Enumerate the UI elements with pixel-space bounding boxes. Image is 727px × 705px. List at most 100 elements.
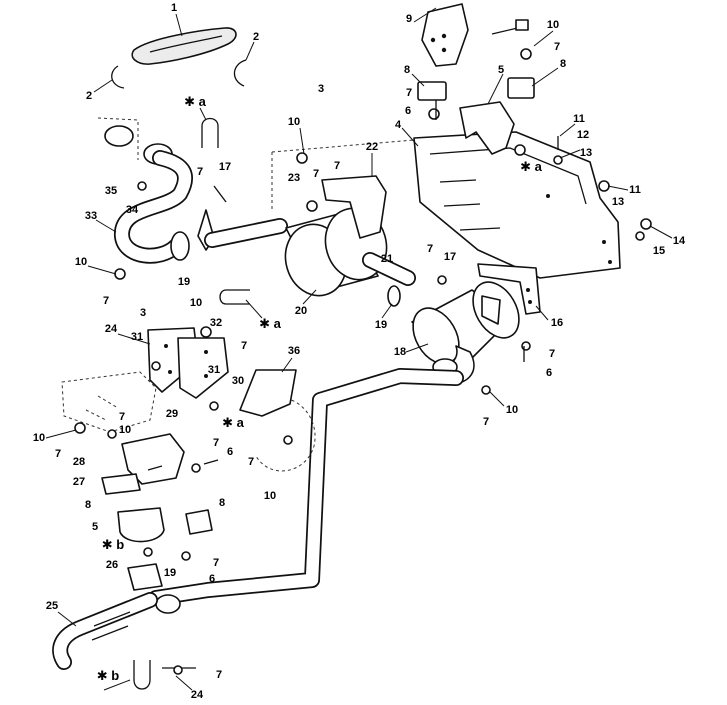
gasket (187, 285, 401, 599)
callout-c5b: 5 (91, 521, 99, 533)
tailpipe (148, 368, 464, 606)
callout-c6a: 6 (404, 105, 412, 117)
heat-shield (131, 13, 237, 65)
callout-c13a: 13 (579, 147, 593, 159)
callout-c2b: 2 (85, 90, 93, 102)
vehicle-frame-outline (61, 371, 316, 472)
callout-c7o: 7 (212, 557, 220, 569)
callout-c10e: 10 (505, 404, 519, 416)
callout-c11b: 11 (629, 184, 641, 196)
callout-c18: 18 (393, 346, 407, 358)
u-bolt-lower (219, 289, 263, 319)
left-bracket-stack (101, 327, 229, 614)
callout-c10c: 10 (74, 256, 88, 268)
callout-c7e: 7 (312, 168, 320, 180)
callout-c8d: 8 (218, 497, 226, 509)
callout-c27: 27 (72, 476, 86, 488)
callout-c32: 32 (209, 317, 223, 329)
callout-cStarA4: ✱ a (222, 415, 244, 430)
callout-c17a: 17 (218, 161, 232, 173)
callout-c19a: 19 (177, 276, 191, 288)
callout-c29: 29 (165, 408, 179, 420)
callout-c8a: 8 (403, 64, 411, 76)
callout-c7k: 7 (118, 411, 126, 423)
callout-c7b: 7 (405, 87, 413, 99)
callout-c4: 4 (394, 119, 402, 131)
callout-c35: 35 (104, 185, 118, 197)
callout-c16: 16 (550, 317, 564, 329)
callout-c30: 30 (231, 375, 245, 387)
callout-c3a: 3 (317, 83, 325, 95)
callout-c7d: 7 (196, 166, 204, 178)
muffler-secondary (405, 281, 520, 385)
callout-c7m: 7 (212, 437, 220, 449)
retaining-clamps (93, 41, 255, 93)
callout-c36: 36 (287, 345, 301, 357)
saddle-mounts (411, 67, 559, 155)
callout-c19c: 19 (163, 567, 177, 579)
bracket-16 (477, 263, 549, 321)
callout-c7g: 7 (102, 295, 110, 307)
callout-cStarA1: ✱ a (184, 94, 206, 109)
callout-c34: 34 (125, 204, 139, 216)
callout-c5a: 5 (497, 64, 505, 76)
callout-c10d: 10 (189, 297, 203, 309)
callout-c10g: 10 (118, 424, 132, 436)
callout-c14: 14 (672, 235, 686, 247)
callout-c19b: 19 (374, 319, 388, 331)
upper-mounting-bracket (413, 3, 529, 67)
callout-c17b: 17 (443, 251, 457, 263)
callout-c7j: 7 (482, 416, 490, 428)
callout-c7p: 7 (215, 669, 223, 681)
callout-c13b: 13 (611, 196, 625, 208)
callout-c31a: 31 (130, 331, 144, 343)
callout-c8c: 8 (84, 499, 92, 511)
callout-c6d: 6 (208, 573, 216, 585)
callout-c23: 23 (287, 172, 301, 184)
callout-c12: 12 (576, 129, 590, 141)
callout-c7c: 7 (333, 160, 341, 172)
callout-c11a: 11 (573, 113, 585, 125)
inlet-pipe-assembly (95, 117, 215, 264)
leader-lines (45, 30, 673, 691)
callout-c22: 22 (365, 141, 379, 153)
u-bolt-upper (199, 107, 219, 148)
callout-c28: 28 (72, 456, 86, 468)
callout-c10b: 10 (287, 116, 301, 128)
callout-c33: 33 (84, 210, 98, 222)
callout-c6c: 6 (226, 446, 234, 458)
callout-cStarA2: ✱ a (520, 159, 542, 174)
bracket-36 (239, 357, 297, 417)
support-frame (271, 127, 621, 279)
callout-c3b: 3 (139, 307, 147, 319)
callout-c7f: 7 (426, 243, 434, 255)
callout-c10h: 10 (263, 490, 277, 502)
callout-c25: 25 (45, 600, 59, 612)
callout-c10a: 10 (546, 19, 560, 31)
callout-c20: 20 (294, 305, 308, 317)
callout-c24b: 24 (190, 689, 204, 701)
callout-c9: 9 (405, 13, 413, 25)
callout-c6b: 6 (545, 367, 553, 379)
callout-c8b: 8 (559, 58, 567, 70)
callout-c7n: 7 (247, 456, 255, 468)
callout-cStarB1: ✱ b (101, 537, 125, 552)
callout-c7a: 7 (553, 41, 561, 53)
callout-c15: 15 (652, 245, 666, 257)
callout-cStarA3: ✱ a (259, 316, 281, 331)
exhaust-tip (52, 592, 196, 690)
muffler-hanger-bracket (321, 153, 387, 239)
callout-c7h: 7 (240, 340, 248, 352)
callout-c7i: 7 (548, 348, 556, 360)
callout-c10f: 10 (32, 432, 46, 444)
callout-c31b: 31 (207, 364, 221, 376)
callout-c2a: 2 (252, 31, 260, 43)
callout-c1: 1 (170, 2, 178, 14)
callout-cStarB2: ✱ b (96, 668, 120, 683)
callout-c26: 26 (105, 559, 119, 571)
callout-c7l: 7 (54, 448, 62, 460)
fastener-hardware (74, 48, 652, 675)
callout-c21: 21 (380, 253, 394, 265)
